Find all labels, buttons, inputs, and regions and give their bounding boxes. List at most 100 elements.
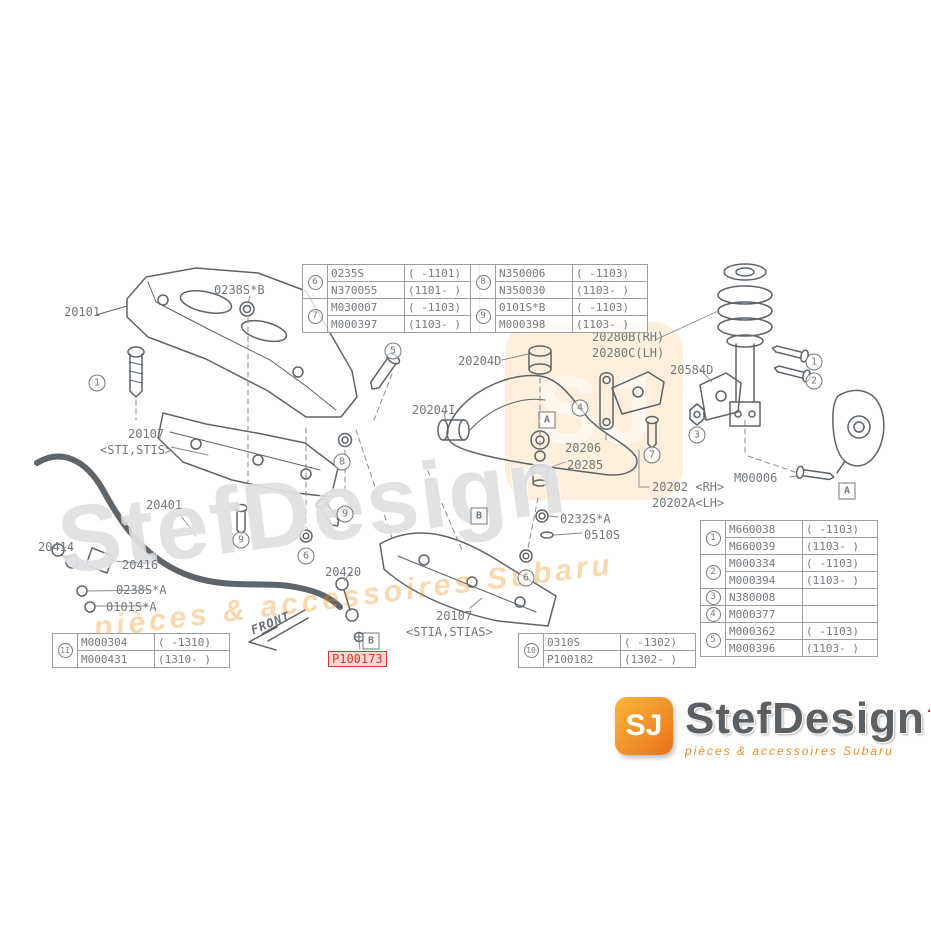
row-badge-cell: 5 [700, 622, 726, 657]
date-range-cell: ( -1310) [154, 633, 230, 651]
parts-table-bottom-left: 11 M000304( -1310)M000431(1310- ) [52, 633, 230, 668]
date-range-cell: (1103- ) [404, 315, 480, 333]
part-label-20416: 20416 [122, 558, 159, 572]
part-number-cell: M000362 [725, 622, 803, 640]
part-number-cell: M000431 [77, 650, 155, 668]
front-arrow [248, 609, 309, 651]
date-range-cell [802, 605, 878, 623]
circled-number: 6 [307, 274, 323, 290]
vendor-logo-tagline: pièces & accessoires Subaru [685, 744, 894, 758]
row-badge-cell: 10 [518, 633, 544, 668]
boxed-letter-b: B [470, 507, 488, 525]
part-label-0510s: 0510S [584, 528, 621, 542]
rear-support-plate-drawing [379, 532, 557, 627]
row-badge-cell: 1 [700, 520, 726, 555]
part-label-20101: 20101 [64, 305, 101, 319]
boxed-letter-b: B [362, 632, 380, 650]
bolt-c-drawing [645, 415, 659, 449]
rear-bushing-drawing [528, 345, 552, 375]
parts-table-row: M000396(1103- ) [701, 639, 878, 657]
crossmember-drawing [95, 267, 358, 418]
part-number-cell: M000304 [77, 633, 155, 651]
row-badge-cell: 3 [700, 588, 726, 606]
date-range-cell: (1103- ) [572, 281, 648, 299]
row-badge-cell: 2 [700, 554, 726, 589]
part-number-cell: M000398 [495, 315, 573, 333]
row-badge-cell: 9 [470, 298, 496, 333]
circled-number: 10 [523, 643, 539, 658]
callout-number-3: 3 [688, 426, 706, 444]
callout-number-5: 5 [384, 342, 402, 360]
parts-table-row: M660039(1103- ) [701, 537, 878, 555]
date-range-cell: ( -1103) [802, 622, 878, 640]
part-label-20285: 20285 [567, 458, 604, 472]
part-label-20206: 20206 [565, 441, 602, 455]
date-range-cell: ( -1103) [572, 298, 648, 316]
callout-number-9: 9 [232, 531, 250, 549]
part-label-20204i: 20204I [412, 403, 456, 417]
part-number-cell: N380008 [725, 588, 803, 606]
clamp-bolts-drawing [76, 585, 96, 613]
date-range-cell: ( -1103) [572, 264, 648, 282]
boxed-letter-a: A [838, 482, 856, 500]
nut-mid-drawing [337, 432, 353, 448]
part-number-cell: M660038 [725, 520, 803, 538]
nut-top-drawing [239, 301, 255, 317]
vendor-logo-text: StefDesign .com pièces & accessoires Sub… [685, 697, 931, 759]
part-number-cell: M660039 [725, 537, 803, 555]
part-label-0101s-a: 0101S*A [106, 600, 157, 614]
parts-table-row: N370055(1101- ) [303, 281, 480, 299]
part-label-20107: 20107 [128, 427, 165, 441]
circled-number: 5 [705, 632, 721, 648]
callout-number-7: 7 [643, 446, 661, 464]
date-range-cell: (1103- ) [802, 639, 878, 657]
part-number-cell: N350030 [495, 281, 573, 299]
nut-b-drawing [519, 549, 533, 563]
upper-bracket-drawing [611, 371, 665, 415]
date-range-cell: (1302- ) [620, 650, 696, 668]
date-range-cell [802, 588, 878, 606]
transverse-link-drawing [599, 372, 614, 430]
circled-number: 2 [705, 564, 721, 580]
circled-number: 9 [475, 308, 491, 324]
part-number-cell: 0310S [543, 633, 621, 651]
part-label-0232s-a: 0232S*A [560, 512, 611, 526]
front-bushing-drawing [437, 419, 470, 441]
part-label-sti-stis: <STI,STIS> [100, 443, 173, 457]
part-label-m00006: M00006 [734, 471, 778, 485]
sway-link-drawing [335, 577, 359, 622]
ball-joint-hardware-drawing [530, 450, 554, 539]
vendor-logo-tld: .com [926, 699, 931, 716]
callout-number-1: 1 [805, 353, 823, 371]
row-badge-cell: 8 [470, 264, 496, 299]
vendor-logo-icon: SJ [615, 697, 673, 755]
circled-number: 8 [475, 274, 491, 290]
circled-number: 11 [57, 643, 73, 658]
vendor-logo: SJ StefDesign .com pièces & accessoires … [615, 697, 931, 758]
part-number-cell: N350006 [495, 264, 573, 282]
row-badge-cell: 11 [52, 633, 78, 668]
date-range-cell: (1103- ) [802, 537, 878, 555]
part-label-20107: 20107 [436, 609, 473, 623]
circled-number: 1 [705, 530, 721, 546]
part-label-20280c-lh: 20280C(LH) [592, 346, 665, 360]
part-label-stia-stias: <STIA,STIAS> [406, 625, 493, 639]
date-range-cell: ( -1103) [802, 554, 878, 572]
parts-table-row: N350030(1103- ) [471, 281, 648, 299]
callout-number-9: 9 [336, 505, 354, 523]
long-bolt-drawing [127, 346, 145, 398]
bushing-clamp-drawing [85, 547, 114, 574]
parts-table-row: M000431(1310- ) [53, 650, 230, 668]
part-number-cell: P100182 [543, 650, 621, 668]
part-number-cell: 0101S*B [495, 298, 573, 316]
row-badge-cell: 6 [302, 264, 328, 299]
part-label-20280b-rh: 20280B(RH) [592, 330, 665, 344]
control-arm-drawing [446, 374, 638, 476]
strut-assembly-drawing [717, 263, 773, 427]
callout-number-4: 4 [571, 399, 589, 417]
